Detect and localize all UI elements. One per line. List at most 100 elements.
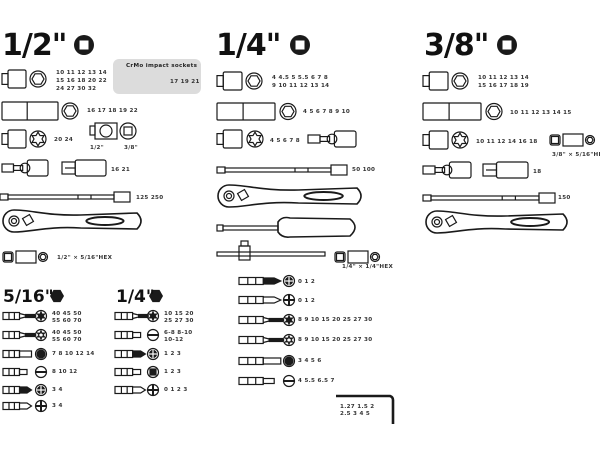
bit-sizes: 7 8 10 12 14	[52, 351, 95, 357]
bit-adapter-icon	[2, 250, 49, 264]
bit-icon	[2, 328, 48, 342]
bit-icon	[238, 333, 296, 347]
spark-plug-socket-icon	[482, 161, 529, 179]
socket-icon	[422, 71, 469, 91]
quarter-inch-title: 1/4"	[216, 28, 281, 63]
bit-adapter-label: 1/2" × 5/16"HEX	[57, 255, 113, 261]
bit-sizes: 8 10 12	[52, 369, 78, 375]
bit-icon	[2, 347, 48, 361]
bit-adapter-icon	[334, 250, 381, 264]
universal-joint-icon	[1, 159, 49, 177]
socket-sizes: 10 11 12 13 14	[478, 75, 529, 81]
spark-plug-sizes: 18	[533, 169, 542, 175]
torx-socket-sizes: 10 11 12 14 16 18	[476, 139, 538, 145]
bit-sizes: 0 1 2	[298, 298, 316, 304]
bit-icon	[114, 328, 160, 342]
bit-icon	[238, 313, 296, 327]
bit-sizes: 0 1 2	[298, 279, 316, 285]
deep-socket-sizes: 10 11 12 13 14 15	[510, 110, 572, 116]
bit-sizes: 1 2 3	[164, 369, 182, 375]
extension-sizes: 50 100	[352, 167, 376, 173]
bit-sizes: 40 45 50	[52, 330, 82, 336]
deep-socket-sizes: 16 17 18 19 22	[87, 108, 138, 114]
deep-socket-icon	[1, 101, 79, 121]
torx-socket-sizes: 20 24	[54, 137, 74, 143]
bit-sizes: 3 4	[52, 403, 63, 409]
extension-sizes: 150	[558, 195, 571, 201]
bit-sizes: 8 9 10 15 20 25 27 30	[298, 337, 373, 343]
socket-sizes: 15 16 18 20 22	[56, 78, 107, 84]
bit-icon	[2, 383, 48, 397]
socket-sizes: 9 10 11 12 13 14	[272, 83, 330, 89]
bit-sizes: 40 45 50	[52, 311, 82, 317]
socket-sizes: 24 27 30 32	[56, 86, 97, 92]
adapter-label: 1/2"	[90, 145, 104, 151]
hex-key-sizes: 1.27 1.5 2	[340, 404, 375, 410]
square-drive-icon	[290, 35, 310, 55]
impact-sockets-panel	[113, 59, 201, 94]
bit-icon	[114, 347, 160, 361]
deep-socket-icon	[422, 102, 503, 121]
bits-1-4-title: 1/4"	[116, 287, 155, 307]
bit-adapter-label: 3/8" × 5/16"HEX	[552, 152, 600, 158]
spark-plug-socket-icon	[61, 159, 107, 177]
bit-icon	[114, 309, 160, 323]
adapter-icon	[89, 122, 137, 140]
impact-sizes: 17 19 21	[170, 79, 200, 85]
bit-adapter-icon	[549, 133, 596, 147]
socket-sizes: 4 4.5 5 5.5 6 7 8	[272, 75, 329, 81]
bit-icon	[238, 354, 296, 368]
bit-sizes: 10-12	[164, 337, 184, 343]
socket-icon	[1, 129, 47, 149]
socket-icon	[216, 129, 264, 149]
bit-sizes: 3 4 5 6	[298, 358, 322, 364]
bit-icon	[114, 365, 160, 379]
hex-key-icon	[336, 394, 395, 424]
bit-sizes: 6-8 8-10	[164, 330, 193, 336]
torx-socket-sizes: 4 5 6 7 8	[270, 138, 300, 144]
ratchet-icon	[2, 209, 142, 233]
bit-icon	[2, 399, 48, 413]
hex-drive-icon	[50, 289, 64, 303]
spark-plug-sizes: 16 21	[111, 167, 131, 173]
extension-bar-icon	[0, 191, 131, 203]
three-eighths-title: 3/8"	[424, 28, 489, 63]
socket-icon	[422, 130, 469, 150]
bit-icon	[114, 383, 160, 397]
deep-socket-icon	[216, 102, 297, 121]
bit-sizes: 4 5.5 6.5 7	[298, 378, 335, 384]
bit-sizes: 55 60 70	[52, 337, 82, 343]
square-drive-icon	[497, 35, 517, 55]
bit-adapter-label: 1/4" × 1/4"HEX	[342, 264, 394, 270]
bit-icon	[2, 309, 48, 323]
t-bar-icon	[216, 240, 326, 261]
ratchet-icon	[425, 210, 568, 234]
ratchet-icon	[217, 184, 362, 208]
socket-icon	[1, 69, 47, 89]
bit-icon	[238, 374, 296, 388]
bit-icon	[2, 365, 48, 379]
square-drive-icon	[74, 35, 94, 55]
hex-drive-icon	[149, 289, 163, 303]
bit-sizes: 1 2 3	[164, 351, 182, 357]
hex-key-sizes: 2.5 3 4 5	[340, 411, 371, 417]
socket-sizes: 15 16 17 18 19	[478, 83, 529, 89]
extension-bar-icon	[216, 164, 348, 176]
bit-icon	[238, 274, 296, 288]
bit-sizes: 3 4	[52, 387, 63, 393]
bits-5-16-title: 5/16"	[3, 287, 54, 307]
deep-socket-sizes: 4 5 6 7 8 9 10	[303, 109, 351, 115]
adapter-label: 3/8"	[124, 145, 138, 151]
half-inch-title: 1/2"	[2, 28, 67, 63]
screwdriver-handle-icon	[216, 216, 356, 238]
universal-joint-icon	[422, 161, 472, 179]
extension-sizes: 125 250	[136, 195, 164, 201]
bit-sizes: 0 1 2 3	[164, 387, 188, 393]
impact-title: CrMo impact sockets	[126, 63, 198, 69]
bit-sizes: 25 27 30	[164, 318, 194, 324]
bit-icon	[238, 293, 296, 307]
universal-joint-icon	[307, 130, 357, 148]
bit-sizes: 10 15 20	[164, 311, 194, 317]
